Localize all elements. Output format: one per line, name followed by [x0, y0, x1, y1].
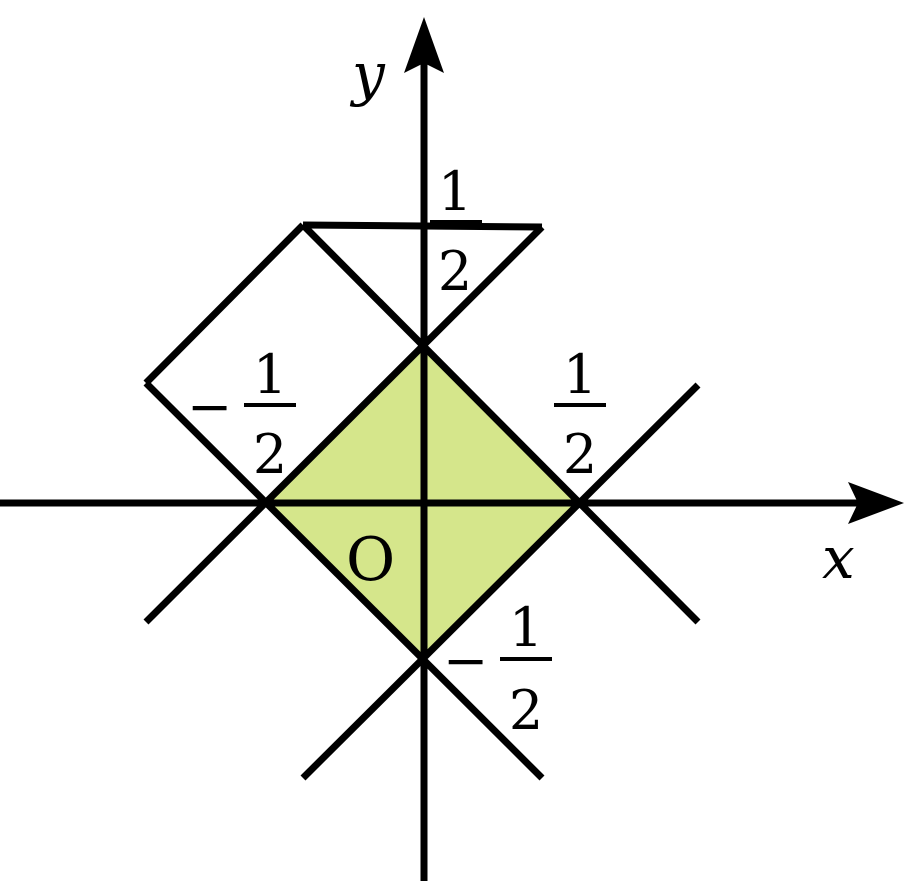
y-axis-arrowhead [404, 17, 444, 73]
line-x-plus-y-neg [143, 380, 545, 781]
bottom-denominator: 2 [509, 679, 543, 742]
line-upper-left-ext [302, 221, 543, 231]
left-sign: − [187, 375, 232, 438]
left-denominator: 2 [253, 423, 287, 486]
label-top-intercept: 1 2 [430, 160, 482, 303]
right-numerator: 1 [563, 343, 597, 406]
line-x-minus-y-neg [143, 224, 545, 625]
top-numerator: 1 [438, 160, 472, 223]
left-numerator: 1 [253, 343, 287, 406]
top-denominator: 2 [438, 240, 472, 303]
x-axis-label: x [822, 524, 855, 592]
bottom-numerator: 1 [509, 596, 543, 659]
label-bottom-intercept: − 1 2 [443, 596, 552, 742]
label-right-intercept: 1 2 [554, 343, 606, 486]
label-left-intercept: − 1 2 [187, 343, 296, 486]
line-x-plus-y-pos [300, 222, 701, 625]
line-upper-left [143, 222, 306, 386]
line-x-minus-y-pos [300, 382, 701, 781]
origin-label: O [346, 525, 395, 595]
x-axis-arrowhead [848, 482, 904, 524]
y-axis-label: y [349, 40, 386, 108]
bottom-sign: − [443, 629, 488, 692]
right-denominator: 2 [563, 423, 597, 486]
